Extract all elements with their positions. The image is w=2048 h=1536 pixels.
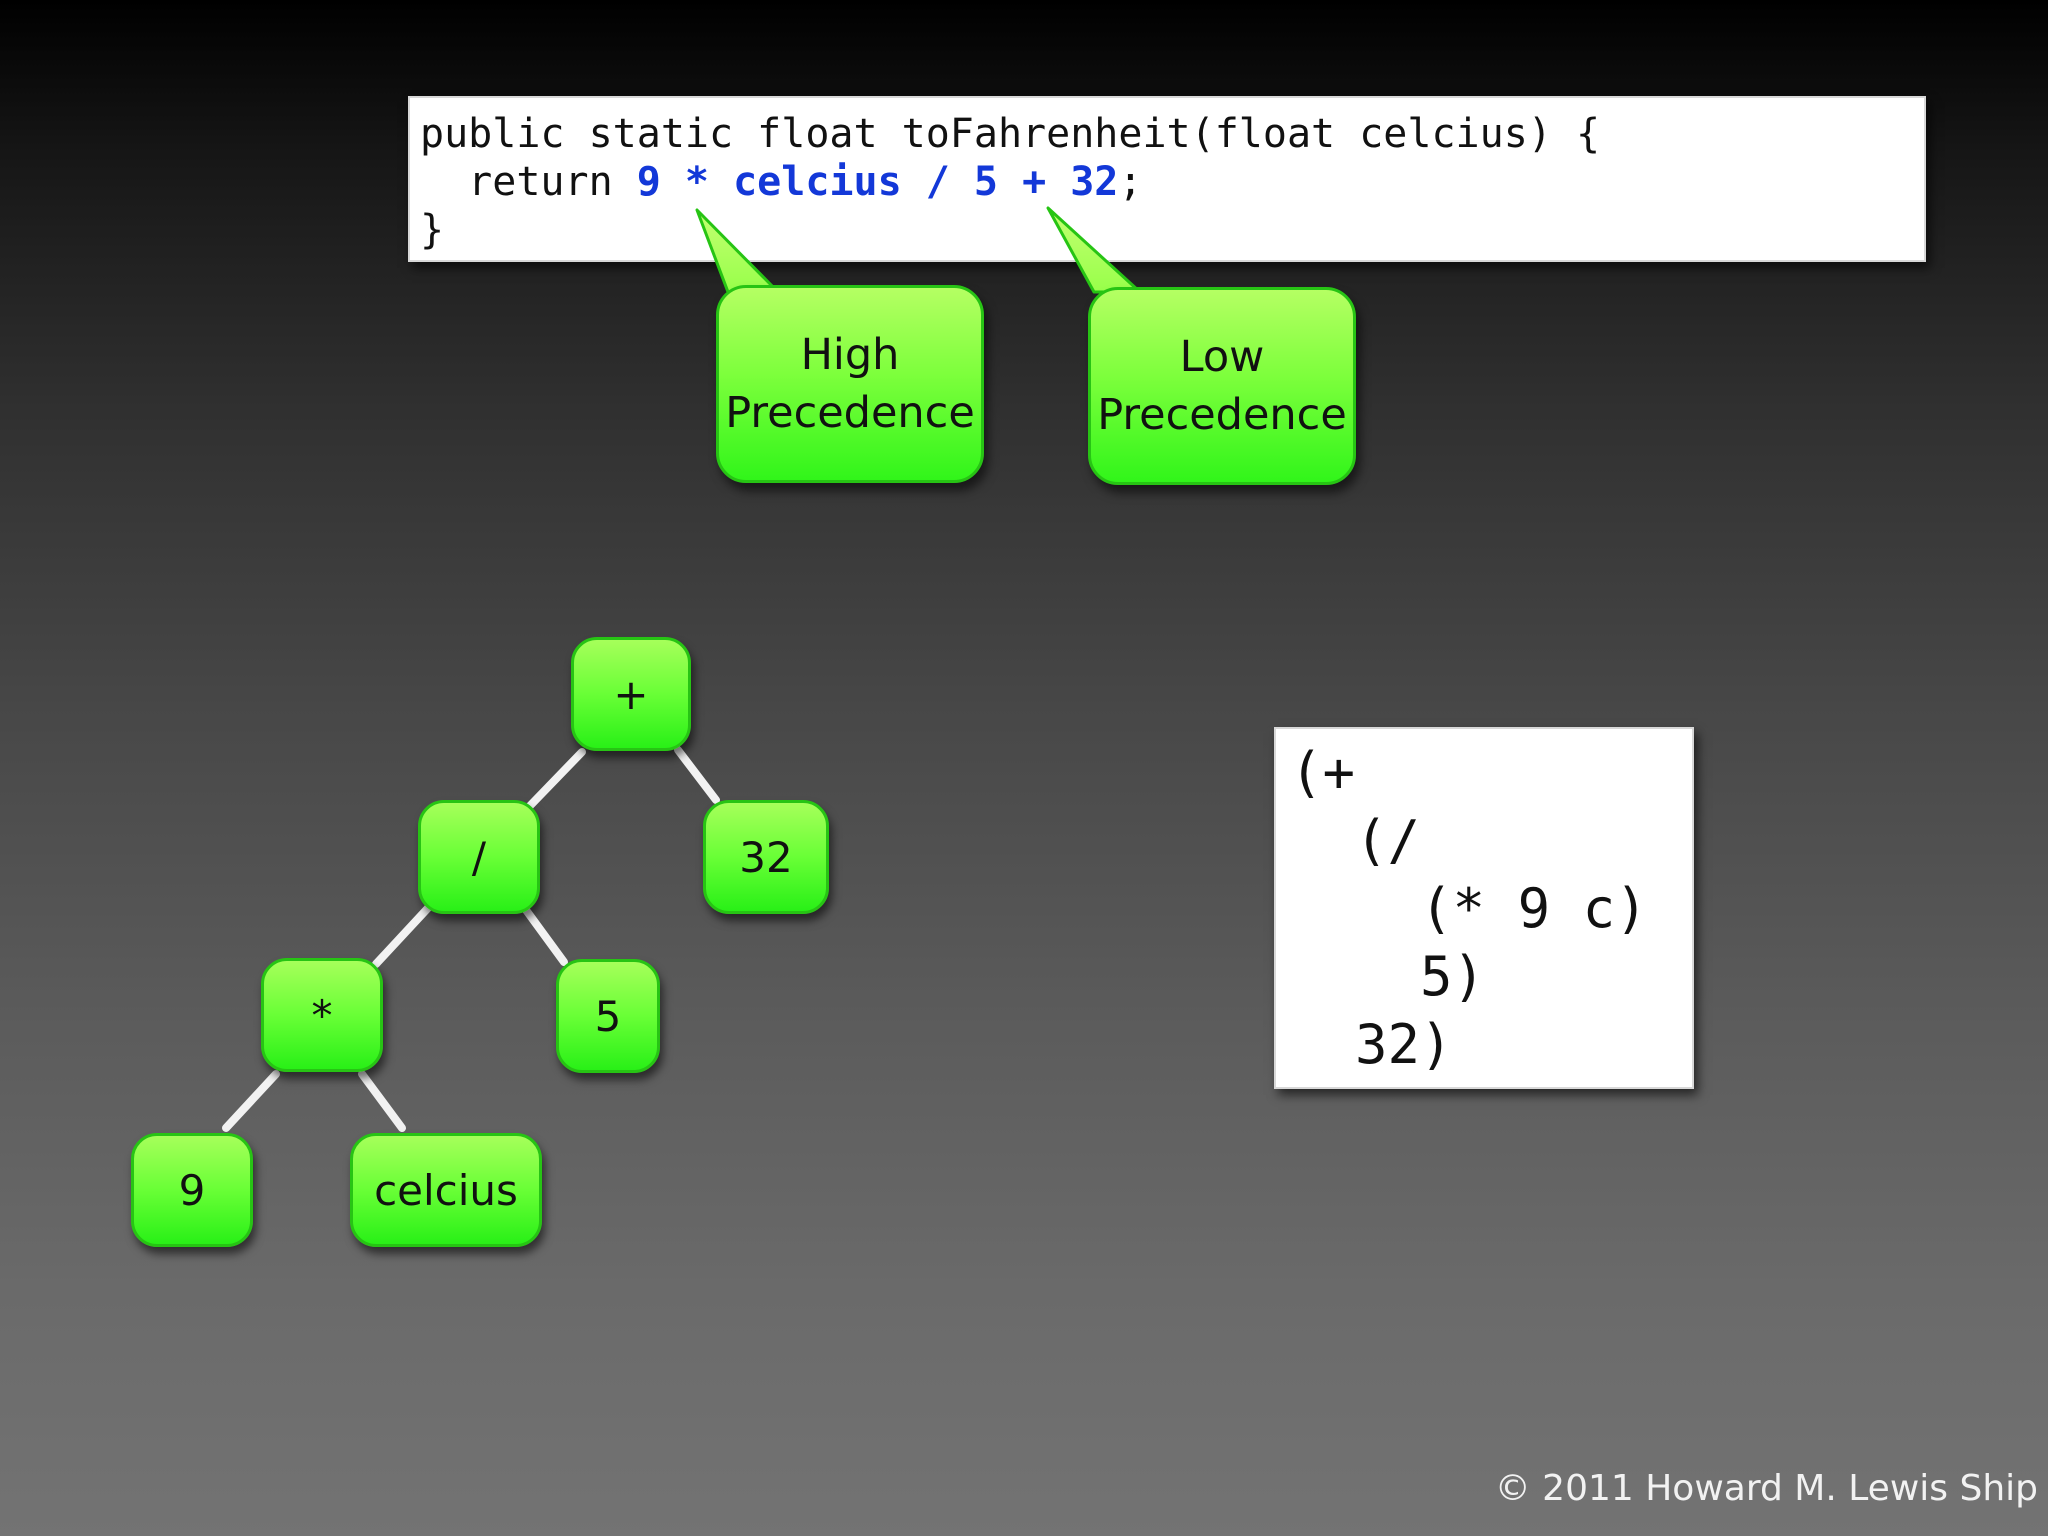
tree-edge-plus-32: [674, 746, 720, 804]
lisp-line-3: (* 9 c): [1290, 877, 1648, 940]
tree-node-celcius: celcius: [350, 1133, 542, 1247]
code-line-closing-brace: }: [420, 207, 445, 253]
tree-node-divide: /: [418, 800, 540, 914]
tree-node-32: 32: [703, 800, 829, 914]
callout-high-tail: [695, 208, 780, 294]
tree-node-5: 5: [556, 959, 660, 1073]
tree-edge-multiply-celcius: [358, 1070, 406, 1132]
lisp-line-1: (+: [1290, 741, 1356, 804]
code-line-return: return 9 * celcius / 5 + 32;: [420, 158, 1142, 206]
lisp-line-4: 5): [1290, 945, 1486, 1008]
copyright-notice: © 2011 Howard M. Lewis Ship: [1494, 1468, 2038, 1509]
callout-low-precedence: Low Precedence: [1088, 287, 1356, 485]
callout-high-line2: Precedence: [725, 388, 975, 438]
code-semicolon: ;: [1118, 159, 1143, 205]
tree-edge-multiply-9: [222, 1070, 280, 1132]
callout-low-line2: Precedence: [1097, 390, 1347, 440]
lisp-line-5: 32): [1290, 1013, 1453, 1076]
callout-low-line1: Low: [1179, 332, 1265, 382]
lisp-expression-box: (+ (/ (* 9 c) 5) 32): [1274, 727, 1694, 1089]
tree-edge-plus-divide: [520, 748, 586, 816]
callout-high-line1: High: [800, 330, 900, 380]
code-line-signature: public static float toFahrenheit(float c…: [420, 111, 1601, 157]
tree-edge-divide-multiply: [372, 904, 432, 968]
callout-high-precedence: High Precedence: [716, 285, 984, 483]
code-snippet: public static float toFahrenheit(float c…: [408, 96, 1926, 262]
callout-low-tail: [1046, 206, 1142, 294]
tree-node-multiply: *: [261, 958, 383, 1072]
tree-node-plus: +: [571, 637, 691, 751]
code-expression: 9 * celcius / 5 + 32: [636, 159, 1119, 205]
tree-edge-divide-5: [522, 906, 568, 966]
lisp-line-2: (/: [1290, 809, 1421, 872]
code-return-keyword: return: [420, 159, 637, 205]
tree-node-9: 9: [131, 1133, 253, 1247]
